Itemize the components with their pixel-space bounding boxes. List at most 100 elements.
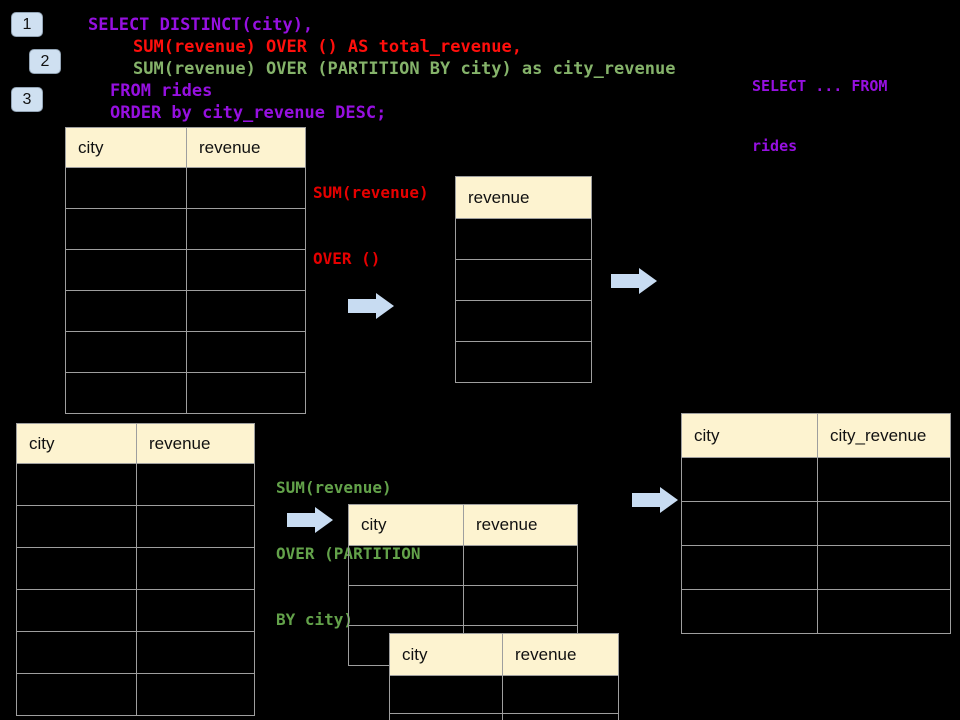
column-header-revenue: revenue bbox=[186, 127, 306, 168]
table-row bbox=[16, 673, 255, 716]
table-row bbox=[65, 331, 306, 373]
arrow-head bbox=[315, 507, 333, 533]
table-row bbox=[16, 505, 255, 548]
arrow-body bbox=[287, 513, 315, 527]
table-row bbox=[16, 631, 255, 674]
annotation-total-line-1: SUM(revenue) bbox=[313, 183, 429, 202]
empty-cell bbox=[65, 249, 187, 291]
table-row bbox=[65, 208, 306, 250]
empty-cell bbox=[681, 457, 818, 502]
side-note-line-2: rides bbox=[752, 137, 798, 155]
table-row bbox=[65, 167, 306, 209]
table-row bbox=[681, 501, 951, 546]
table-row bbox=[65, 372, 306, 414]
step-badge-1: 1 bbox=[11, 12, 43, 37]
arrow-head bbox=[660, 487, 678, 513]
column-header-revenue: revenue bbox=[455, 176, 592, 219]
table-row bbox=[681, 545, 951, 590]
empty-cell bbox=[65, 331, 187, 373]
column-header-revenue: revenue bbox=[502, 633, 619, 676]
step-badge-3: 3 bbox=[11, 87, 43, 112]
table-total-revenue: revenue bbox=[455, 176, 592, 383]
column-header-city: city bbox=[65, 127, 187, 168]
empty-cell bbox=[16, 673, 137, 716]
table-row bbox=[455, 259, 592, 301]
table-row bbox=[681, 457, 951, 502]
sql-line-order-by: ORDER by city_revenue DESC; bbox=[110, 103, 387, 123]
column-header-city: city bbox=[681, 413, 818, 458]
arrow-right-icon bbox=[348, 293, 394, 319]
sql-line-sum-partition: SUM(revenue) OVER (PARTITION BY city) as… bbox=[133, 59, 676, 79]
table-row bbox=[16, 463, 255, 506]
empty-cell bbox=[186, 290, 306, 332]
empty-cell bbox=[136, 589, 255, 632]
empty-cell bbox=[16, 631, 137, 674]
empty-cell bbox=[65, 372, 187, 414]
empty-cell bbox=[186, 331, 306, 373]
table-row bbox=[65, 249, 306, 291]
empty-cell bbox=[186, 208, 306, 250]
annotation-total-revenue: SUM(revenue) OVER () bbox=[313, 138, 429, 292]
empty-cell bbox=[136, 463, 255, 506]
table-row bbox=[16, 589, 255, 632]
empty-cell bbox=[348, 585, 464, 626]
empty-cell bbox=[136, 673, 255, 716]
sql-line-from: FROM rides bbox=[110, 81, 213, 101]
arrow-body bbox=[632, 493, 660, 507]
table-row bbox=[455, 218, 592, 260]
arrow-right-icon bbox=[287, 507, 333, 533]
column-header-city: city bbox=[16, 423, 137, 464]
empty-cell bbox=[681, 501, 818, 546]
empty-cell bbox=[463, 545, 578, 586]
empty-cell bbox=[817, 457, 951, 502]
empty-cell bbox=[65, 208, 187, 250]
empty-cell bbox=[16, 589, 137, 632]
column-header-city_revenue: city_revenue bbox=[817, 413, 951, 458]
empty-cell bbox=[389, 713, 503, 720]
sql-line-select: SELECT DISTINCT(city), bbox=[88, 15, 314, 35]
empty-cell bbox=[389, 675, 503, 714]
column-header-revenue: revenue bbox=[136, 423, 255, 464]
arrow-head bbox=[376, 293, 394, 319]
arrow-body bbox=[611, 274, 639, 288]
empty-cell bbox=[16, 463, 137, 506]
table-row bbox=[681, 589, 951, 634]
empty-cell bbox=[455, 341, 592, 383]
empty-cell bbox=[455, 300, 592, 342]
table-row bbox=[455, 341, 592, 383]
empty-cell bbox=[455, 218, 592, 260]
empty-cell bbox=[186, 372, 306, 414]
table-row bbox=[455, 300, 592, 342]
empty-cell bbox=[348, 545, 464, 586]
table-row bbox=[348, 545, 578, 586]
empty-cell bbox=[817, 545, 951, 590]
empty-cell bbox=[136, 547, 255, 590]
annotation-total-line-2: OVER () bbox=[313, 249, 381, 268]
annotation-partition-line-3: BY city) bbox=[276, 610, 354, 629]
empty-cell bbox=[16, 505, 137, 548]
table-row bbox=[389, 675, 619, 714]
arrow-right-icon bbox=[632, 487, 678, 513]
sql-line-sum-total: SUM(revenue) OVER () AS total_revenue, bbox=[133, 37, 522, 57]
empty-cell bbox=[502, 713, 619, 720]
table-row bbox=[65, 290, 306, 332]
annotation-partition-line-1: SUM(revenue) bbox=[276, 478, 392, 497]
empty-cell bbox=[817, 589, 951, 634]
empty-cell bbox=[455, 259, 592, 301]
empty-cell bbox=[186, 249, 306, 291]
empty-cell bbox=[65, 290, 187, 332]
empty-cell bbox=[136, 631, 255, 674]
column-header-revenue: revenue bbox=[463, 504, 578, 546]
empty-cell bbox=[681, 545, 818, 590]
side-note-select-from-rides: SELECT ... FROM rides bbox=[752, 36, 887, 176]
table-row bbox=[16, 547, 255, 590]
table-row bbox=[389, 713, 619, 720]
arrow-body bbox=[348, 299, 376, 313]
side-note-line-1: SELECT ... FROM bbox=[752, 77, 888, 95]
arrow-right-icon bbox=[611, 268, 657, 294]
empty-cell bbox=[817, 501, 951, 546]
